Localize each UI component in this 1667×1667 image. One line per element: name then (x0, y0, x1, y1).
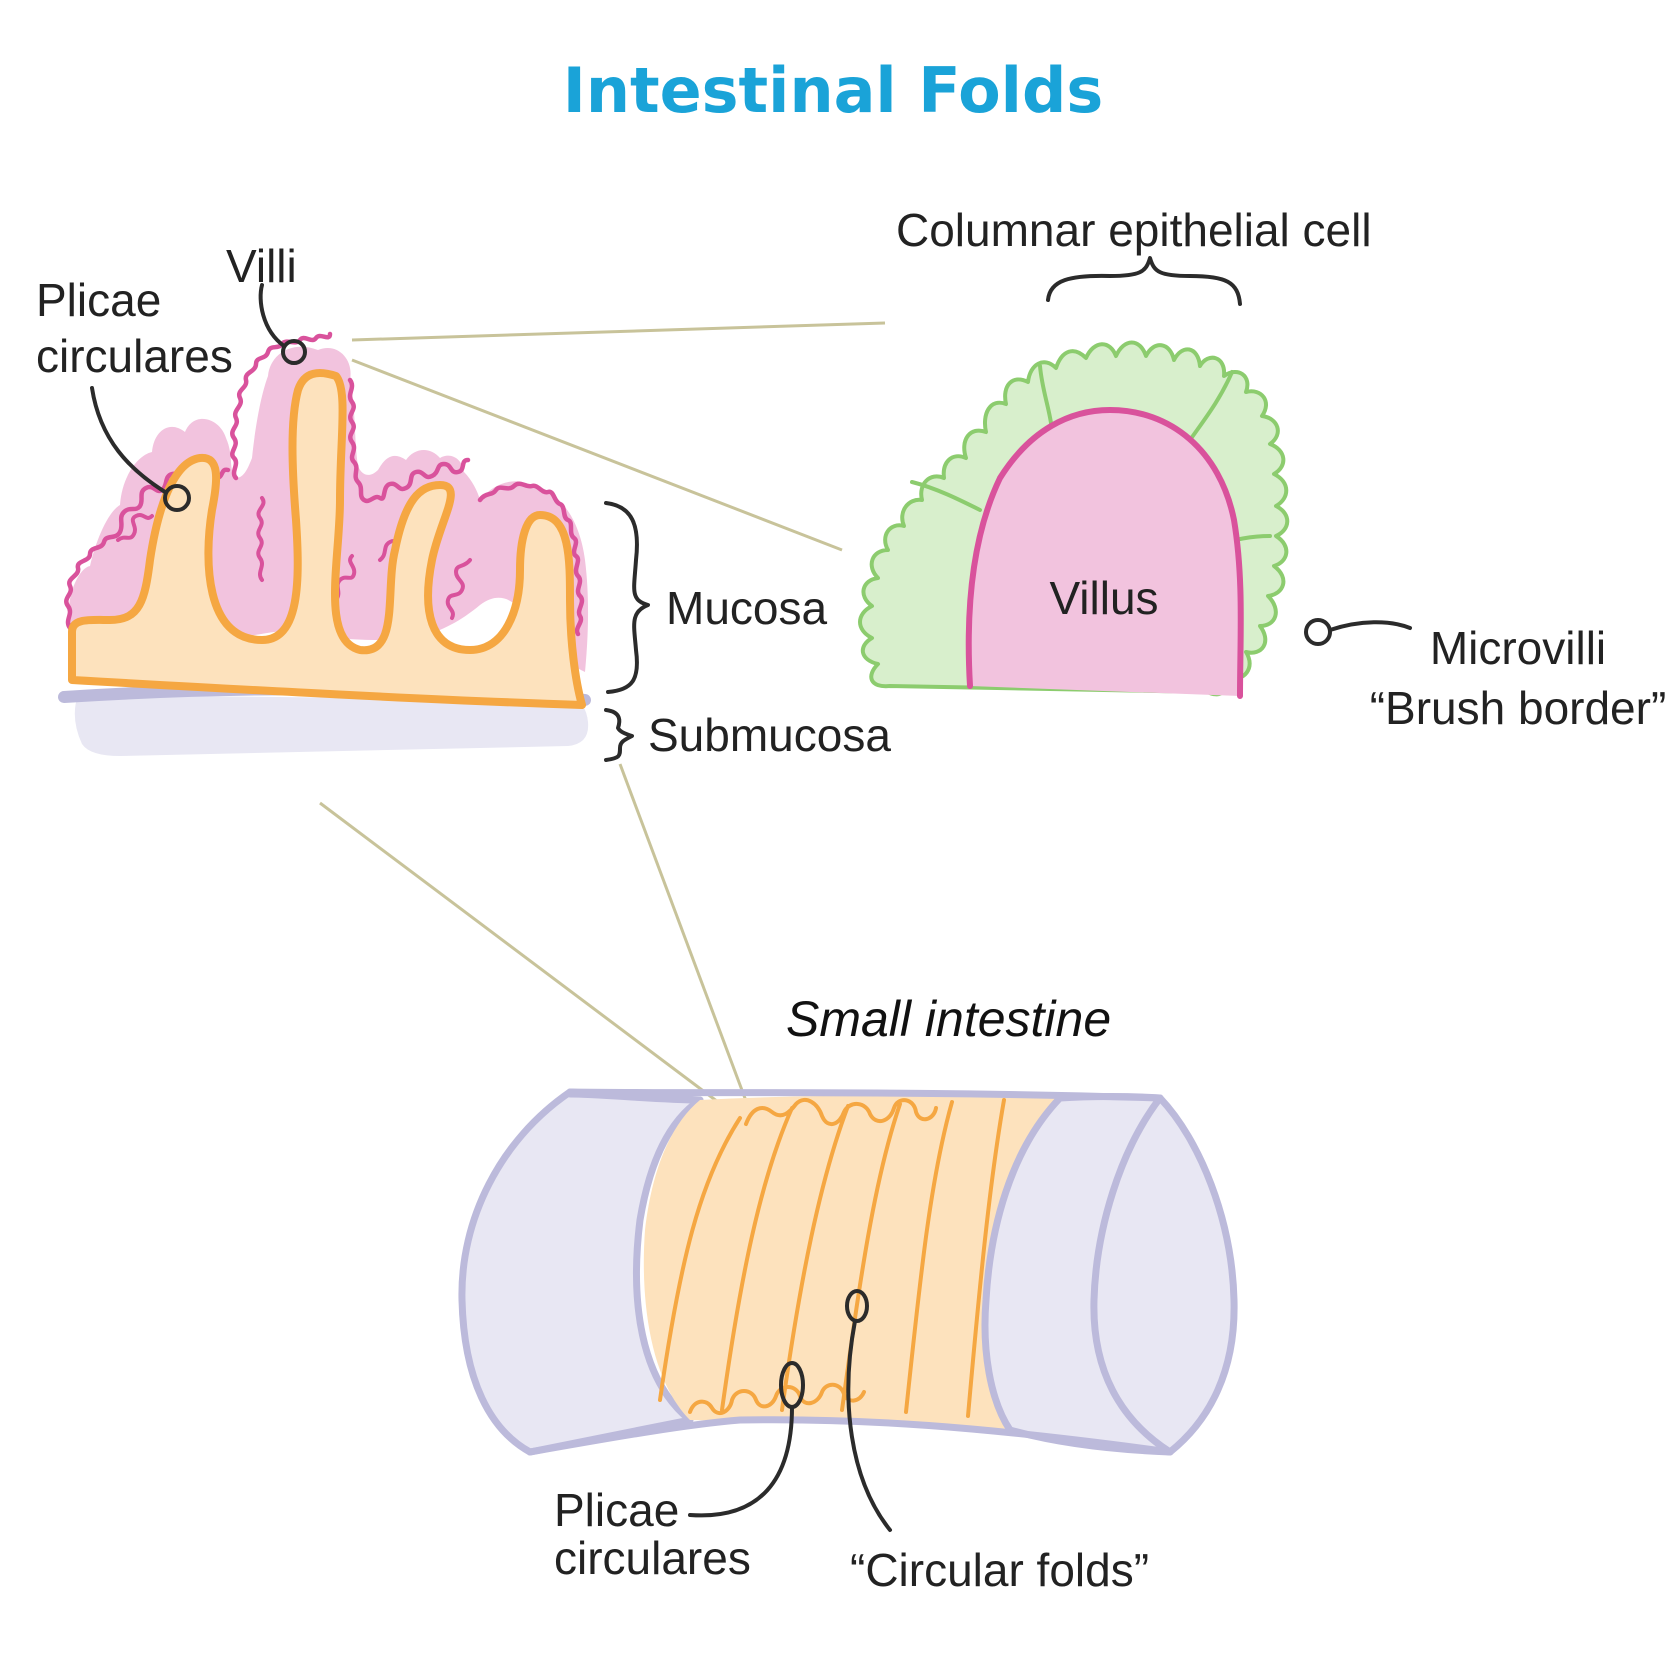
submucosa-brace (604, 708, 634, 762)
tube-plicae-label-line2: circulares (554, 1532, 751, 1584)
zoom-guide-lines (319, 321, 886, 1119)
microvilli-pointer-line (1328, 620, 1412, 632)
columnar-cell-label: Columnar epithelial cell (896, 204, 1372, 256)
plicae-label-line2: circulares (36, 330, 233, 382)
villi-pointer-ring (281, 339, 307, 365)
villi-outline (64, 331, 585, 637)
tube-right-opening (1090, 1094, 1174, 1456)
microvilli-pointer-ring (1304, 618, 1332, 646)
circular-fold-lines (658, 1097, 1006, 1418)
tube-right-segment (981, 1093, 1238, 1456)
microvilli-label-line1: Microvilli (1430, 622, 1606, 674)
mucosa-label: Mucosa (666, 582, 827, 634)
page-title: Intestinal Folds (563, 54, 1103, 127)
circular-folds-pointer-line (846, 1319, 892, 1532)
guide-line-villus-bottom (351, 358, 843, 552)
villus-label: Villus (1049, 572, 1158, 624)
mucosa-cross-section: Villi Plicae circulares Mucosa Submucosa (36, 240, 891, 762)
guide-line-section-right (618, 763, 754, 1118)
mucosa-brace (604, 501, 650, 694)
tube-inner-mucosa (643, 1095, 1060, 1430)
submucosa-label: Submucosa (648, 709, 891, 761)
plicae-pointer-line (90, 386, 167, 494)
submucosa-layer (74, 695, 589, 756)
plicae-pointer-ring (163, 484, 191, 512)
cell-boundary-lines (910, 364, 1272, 546)
tube-plicae-pointer-line (688, 1405, 794, 1518)
villus-core-outline (965, 406, 1244, 699)
villus-detail: Columnar epithelial cell Villus Microvil… (858, 204, 1667, 734)
plicae-label-line1: Plicae (36, 274, 161, 326)
villi-pointer-line (258, 283, 286, 348)
small-intestine-tube: Small intestine Plicae circulares “Circu… (458, 991, 1238, 1596)
villi-label: Villi (226, 240, 297, 292)
small-intestine-title: Small intestine (786, 991, 1111, 1047)
tube-plicae-label-line1: Plicae (554, 1484, 679, 1536)
villus-core (968, 410, 1241, 696)
guide-line-villus-top (351, 321, 886, 342)
columnar-cell-brace (1046, 256, 1242, 306)
guide-line-section-left (319, 801, 739, 1119)
mucosa-folds (68, 369, 586, 709)
tube-bottom-rim (526, 1416, 1174, 1456)
tube-top-rim (566, 1088, 1164, 1102)
circular-folds-label: “Circular folds” (850, 1544, 1149, 1596)
microvilli-label-line2: “Brush border” (1370, 682, 1667, 734)
